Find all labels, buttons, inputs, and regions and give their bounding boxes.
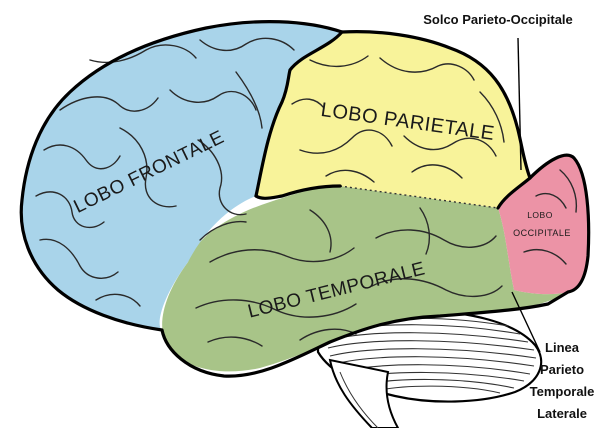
occipital-lobe-label-line2: OCCIPITALE — [513, 228, 571, 238]
lateral-line-label-4: Laterale — [537, 406, 587, 421]
parieto-occipital-sulcus-label: Solco Parieto-Occipitale — [423, 12, 573, 27]
lateral-line-label-2: Parieto — [540, 362, 584, 377]
lateral-line-label-1: Linea — [545, 340, 580, 355]
occipital-lobe-label-line1: LOBO — [527, 210, 553, 220]
lateral-line-label-3: Temporale — [530, 384, 595, 399]
